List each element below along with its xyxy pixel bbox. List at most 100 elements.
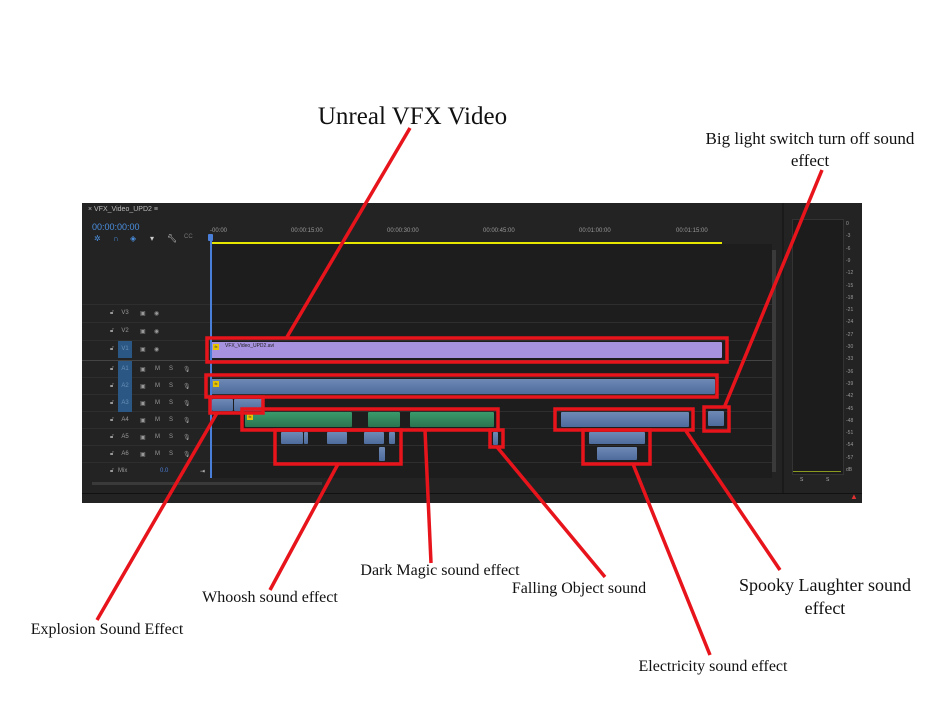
whoosh-clip[interactable] — [327, 432, 347, 444]
vertical-scrollbar[interactable] — [772, 250, 776, 472]
annotation-electricity: Electricity sound effect — [638, 658, 788, 675]
track-name[interactable]: A3 — [118, 395, 132, 412]
go-to-end-icon[interactable]: ⇥ — [200, 469, 206, 475]
work-area-bar[interactable] — [210, 242, 722, 244]
linked-selection-icon[interactable]: ◈ — [130, 234, 137, 243]
mix-volume-value[interactable]: 0.0 — [160, 468, 169, 474]
track-name[interactable]: A2 — [118, 378, 132, 395]
sync-toggle-icon[interactable]: ▣ — [140, 384, 146, 390]
dark-magic-clip[interactable] — [368, 412, 400, 427]
mute-button[interactable]: M — [155, 366, 160, 372]
mute-button[interactable]: M — [155, 400, 160, 406]
lock-icon[interactable]: 🔓︎ — [110, 417, 114, 423]
lock-icon[interactable]: 🔓︎ — [110, 400, 114, 406]
mute-button[interactable]: M — [155, 451, 160, 457]
track-divider — [82, 322, 772, 323]
solo-button[interactable]: S — [169, 451, 174, 457]
meter-tick-label: -51 — [846, 430, 854, 437]
wrench-icon[interactable]: 🔧︎ — [167, 234, 178, 243]
eye-icon[interactable]: ◉ — [154, 347, 160, 353]
mic-icon[interactable]: 🎙︎ — [183, 418, 191, 424]
lock-icon[interactable]: 🔓︎ — [110, 468, 114, 474]
timecode-display[interactable]: 00:00:00:00 — [92, 222, 140, 232]
track-header-a2: 🔓︎ A2 ▣ M S 🎙︎ — [82, 378, 210, 395]
meter-tick-label: dB — [846, 467, 853, 473]
track-header-v1: 🔓︎ V1 ▣ ◉ — [82, 341, 210, 358]
light-switch-clip[interactable] — [708, 411, 724, 426]
snap-magnet-icon[interactable]: ∩ — [113, 234, 119, 243]
track-name[interactable]: A1 — [118, 361, 132, 378]
highlight-box — [208, 395, 265, 415]
callout-line — [722, 169, 824, 409]
sequence-tab[interactable]: × VFX_Video_UPD2 ≡ — [88, 206, 158, 213]
explosion-clip[interactable] — [212, 399, 233, 411]
mic-icon[interactable]: 🎙︎ — [183, 384, 191, 390]
track-name[interactable]: A5 — [121, 434, 129, 440]
solo-button[interactable]: S — [169, 417, 174, 423]
whoosh-clip[interactable] — [281, 432, 303, 444]
mute-button[interactable]: M — [155, 417, 160, 423]
callout-line — [423, 429, 433, 564]
audio-clip-a2[interactable]: fx — [211, 379, 715, 394]
lock-icon[interactable]: 🔓︎ — [110, 310, 114, 316]
ruler-label: 00:00:15:00 — [291, 228, 323, 234]
sync-toggle-icon[interactable]: ▣ — [140, 367, 146, 373]
lock-icon[interactable]: 🔓︎ — [110, 383, 114, 389]
electricity-clip[interactable] — [597, 447, 637, 460]
mic-icon[interactable]: 🎙︎ — [183, 452, 191, 458]
nest-icon[interactable]: ✲ — [94, 234, 101, 243]
spooky-laughter-clip[interactable] — [561, 412, 689, 427]
sync-toggle-icon[interactable]: ▣ — [140, 435, 146, 441]
electricity-clip[interactable] — [589, 432, 645, 444]
meter-tick-label: -45 — [846, 405, 854, 412]
eye-icon[interactable]: ◉ — [154, 329, 160, 335]
dark-magic-clip[interactable] — [410, 412, 494, 427]
solo-button[interactable]: S — [169, 383, 174, 389]
sync-toggle-icon[interactable]: ▣ — [140, 347, 146, 353]
mic-icon[interactable]: 🎙︎ — [183, 435, 191, 441]
horizontal-scrollbar[interactable] — [92, 482, 322, 485]
playhead[interactable] — [210, 240, 212, 478]
highlight-box — [488, 428, 505, 449]
sync-toggle-icon[interactable]: ▣ — [140, 452, 146, 458]
track-name[interactable]: A6 — [121, 451, 129, 457]
solo-button[interactable]: S — [169, 434, 174, 440]
marker-icon[interactable]: ▾ — [150, 234, 155, 243]
mute-button[interactable]: M — [155, 434, 160, 440]
track-name[interactable]: V1 — [118, 341, 132, 358]
lock-icon[interactable]: 🔓︎ — [110, 328, 114, 334]
mic-icon[interactable]: 🎙︎ — [183, 367, 191, 373]
falling-object-clip[interactable] — [493, 432, 498, 445]
mic-icon[interactable]: 🎙︎ — [183, 401, 191, 407]
lock-icon[interactable]: 🔓︎ — [110, 451, 114, 457]
track-name[interactable]: A4 — [121, 417, 129, 423]
meter-tick-label: -42 — [846, 393, 854, 400]
highlight-box — [205, 336, 729, 364]
captions-icon[interactable]: CC — [184, 234, 193, 240]
lock-icon[interactable]: 🔓︎ — [110, 346, 114, 352]
whoosh-clip[interactable] — [389, 432, 395, 444]
whoosh-clip[interactable] — [379, 447, 385, 461]
playhead-handle[interactable] — [208, 234, 213, 241]
meter-solo-left[interactable]: S — [800, 477, 804, 483]
warning-icon[interactable]: ▲ — [850, 492, 858, 501]
whoosh-clip[interactable] — [304, 432, 308, 444]
lock-icon[interactable]: 🔓︎ — [110, 366, 114, 372]
sync-toggle-icon[interactable]: ▣ — [140, 401, 146, 407]
mute-button[interactable]: M — [155, 383, 160, 389]
lock-icon[interactable]: 🔓︎ — [110, 434, 114, 440]
eye-icon[interactable]: ◉ — [154, 311, 160, 317]
dark-magic-clip[interactable]: fx — [245, 412, 352, 427]
solo-button[interactable]: S — [169, 366, 174, 372]
sync-toggle-icon[interactable]: ▣ — [140, 329, 146, 335]
meter-tick-label: -12 — [846, 270, 854, 277]
sync-toggle-icon[interactable]: ▣ — [140, 418, 146, 424]
track-header-a6: 🔓︎ A6 ▣ M S 🎙︎ — [82, 446, 210, 463]
meter-solo-right[interactable]: S — [826, 477, 830, 483]
whoosh-clip[interactable] — [364, 432, 384, 444]
sync-toggle-icon[interactable]: ▣ — [140, 311, 146, 317]
meter-tick-label: -48 — [846, 417, 854, 424]
solo-button[interactable]: S — [169, 400, 174, 406]
